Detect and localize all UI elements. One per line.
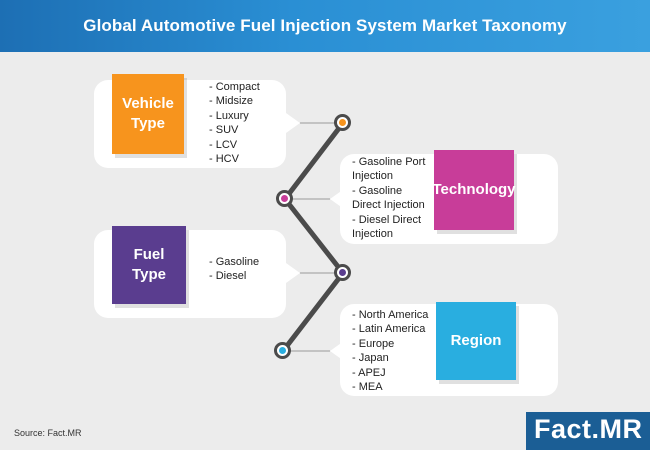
list-item-text: Diesel Direct Injection: [352, 213, 422, 241]
brand-name: Fact: [534, 414, 592, 444]
list-item: Diesel: [209, 269, 259, 283]
list-item: Compact: [209, 80, 260, 94]
list-item: LCV: [209, 138, 260, 152]
vehicle-node-dot: [339, 119, 346, 126]
brand-logo: Fact.MR: [534, 414, 643, 445]
list-item: Gasoline: [209, 255, 259, 269]
list-item: HCV: [209, 152, 260, 166]
list-item: Luxury: [209, 109, 260, 123]
technology-list: - Gasoline Port Injection - Gasoline Dir…: [352, 155, 432, 241]
technology-label-box: Technology: [432, 150, 516, 230]
list-item: MEA: [352, 380, 428, 394]
vehicle-type-label: Vehicle Type: [122, 95, 174, 132]
source-note: Source: Fact.MR: [14, 428, 82, 438]
region-node-dot: [279, 347, 286, 354]
list-item-text: Gasoline Port Injection: [352, 156, 426, 183]
region-label: Region: [450, 332, 502, 349]
fuel-node: [334, 264, 351, 281]
list-item: North America: [352, 308, 429, 322]
fuel-type-label: Fuel Type: [132, 246, 166, 283]
technology-node: [276, 190, 293, 207]
list-item: - Diesel Direct Injection: [352, 213, 422, 241]
list-item: Japan: [352, 351, 428, 365]
vehicle-type-label-box: Vehicle Type: [112, 74, 184, 154]
title-banner: [0, 0, 650, 52]
technology-card-pointer: [330, 189, 344, 209]
region-node: [274, 342, 291, 359]
vehicle-card-pointer: [286, 113, 300, 133]
list-item: APEJ: [352, 366, 428, 380]
fuel-node-dot: [339, 269, 346, 276]
region-card-pointer: [330, 341, 344, 361]
list-item: - Gasoline Port Injection: [352, 156, 426, 183]
brand-logo-box: [526, 412, 650, 450]
region-list: North America Latin America Europe Japan…: [352, 308, 428, 394]
fuel-type-label-box: Fuel Type: [112, 226, 186, 304]
list-item: SUV: [209, 123, 260, 137]
technology-node-dot: [281, 195, 288, 202]
region-label-box: Region: [436, 302, 516, 380]
fuel-type-list: Gasoline Diesel: [209, 255, 259, 284]
zigzag-spine: [280, 120, 346, 354]
fuel-card-pointer: [286, 263, 300, 283]
list-item: Latin America: [352, 322, 428, 336]
brand-suffix: .MR: [591, 414, 643, 444]
technology-label: Technology: [432, 181, 516, 198]
list-item: Europe: [352, 337, 428, 351]
vehicle-type-list: Compact Midsize Luxury SUV LCV HCV: [209, 80, 260, 166]
list-item-text: Gasoline Direct Injection: [352, 184, 425, 212]
page-title: Global Automotive Fuel Injection System …: [83, 16, 567, 35]
list-item: - Gasoline Direct Injection: [352, 184, 425, 212]
vehicle-node: [334, 114, 351, 131]
list-item: Midsize: [209, 94, 260, 108]
